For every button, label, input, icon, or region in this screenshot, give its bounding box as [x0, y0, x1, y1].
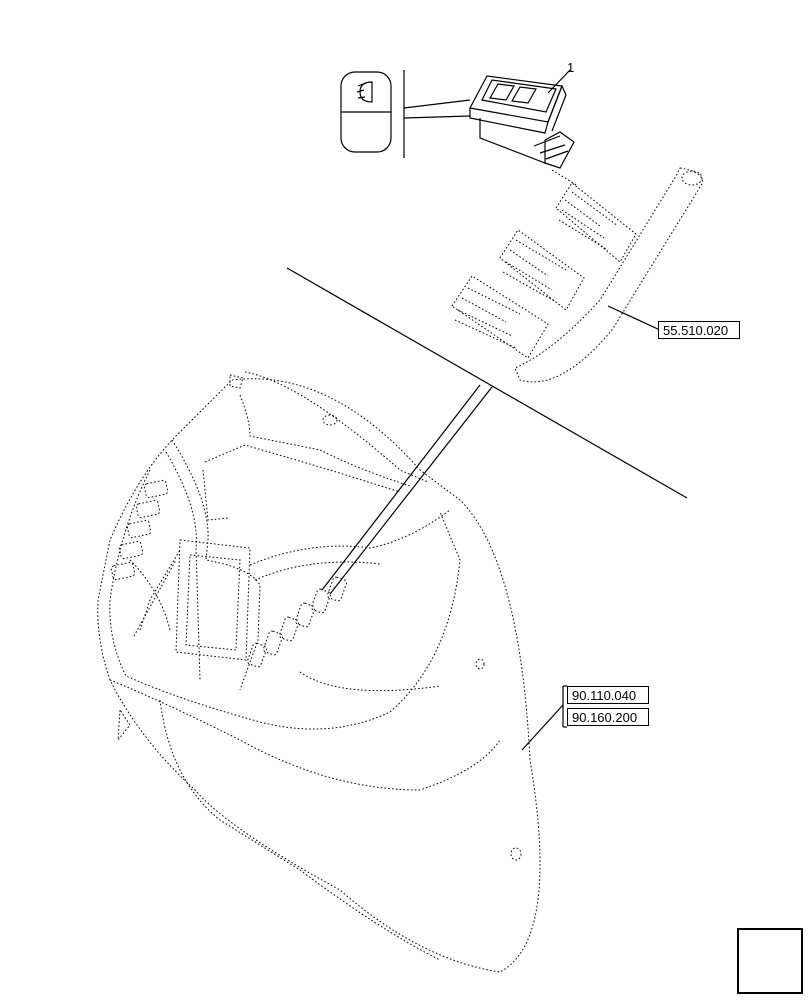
left-switch-bank: [110, 479, 169, 581]
ref-cab-trim-a[interactable]: 90.110.040: [567, 686, 649, 704]
rocker-switch-part: [403, 69, 579, 187]
ref-switch-harness[interactable]: 55.510.020: [658, 321, 740, 339]
reference-bracket: [521, 685, 567, 751]
center-switch-bank: [247, 576, 347, 668]
switch-harness: [451, 167, 703, 383]
leader-line-a: [321, 384, 481, 591]
connector-middle: [499, 229, 585, 311]
ref-cab-trim-b[interactable]: 90.160.200: [567, 708, 649, 726]
next-page-button[interactable]: [737, 928, 803, 994]
switch-symbol-icon: [340, 70, 405, 158]
connector-lower: [451, 275, 549, 359]
section-line: [286, 267, 688, 499]
console-trim: [97, 371, 541, 973]
leader-line-b: [329, 386, 493, 595]
callout-item-1: 1: [567, 60, 575, 75]
connector-upper: [555, 182, 637, 263]
